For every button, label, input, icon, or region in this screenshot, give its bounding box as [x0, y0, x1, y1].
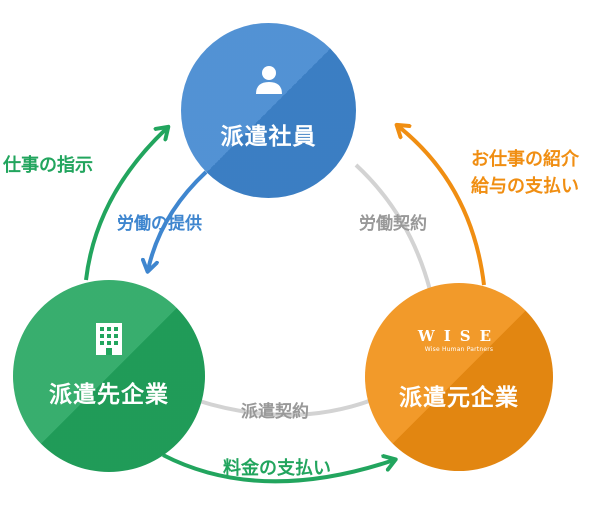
job-intro-line1: お仕事の紹介 [471, 149, 579, 170]
agency-node-label: 派遣元企業 [399, 385, 519, 411]
agency-node: WISE Wise Human Partners 派遣元企業 [365, 283, 553, 471]
instruction-arrow [84, 128, 167, 281]
fee-payment-label: 料金の支払い [223, 458, 331, 479]
labor-contract-label: 労働契約 [359, 214, 427, 234]
instruction-label: 仕事の指示 [3, 155, 93, 176]
labor-provision-label: 労働の提供 [117, 214, 202, 234]
connector-client-agency [195, 398, 373, 417]
worker-node-shade [181, 23, 356, 198]
person-icon [181, 65, 356, 95]
worker-node: 派遣社員 [181, 23, 356, 198]
wise-logo: WISE Wise Human Partners [365, 327, 553, 353]
client-node: 派遣先企業 [13, 280, 205, 472]
job-intro-line2: 給与の支払い [471, 176, 579, 197]
labor-provision-arrow [148, 170, 208, 270]
job-intro-arrow [398, 126, 486, 286]
logo-text: WISE [417, 327, 501, 345]
building-icon [13, 323, 205, 355]
agency-node-shade [365, 283, 553, 471]
client-node-shade [13, 280, 205, 472]
logo-subtext: Wise Human Partners [424, 346, 494, 353]
dispatch-contract-label: 派遣契約 [241, 402, 309, 422]
fee-payment-arrow [162, 453, 394, 484]
job-intro-label: お仕事の紹介 給与の支払い [471, 146, 579, 200]
client-node-label: 派遣先企業 [49, 382, 169, 408]
connector-worker-agency [354, 163, 432, 291]
worker-node-label: 派遣社員 [220, 124, 317, 150]
